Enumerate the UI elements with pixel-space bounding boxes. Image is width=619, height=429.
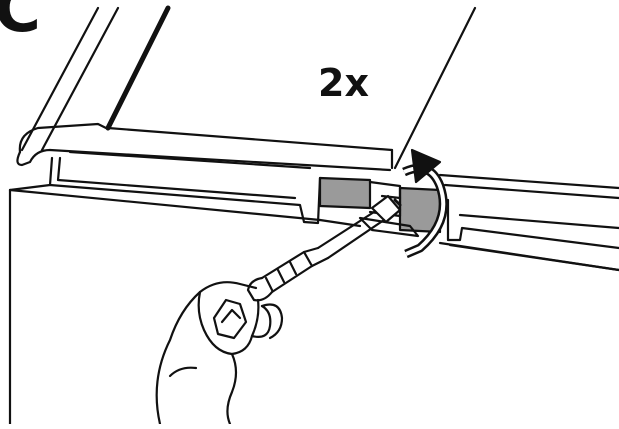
step-letter: C: [0, 0, 41, 47]
door-panel: [16, 5, 477, 170]
cabinet-body: [8, 183, 619, 426]
quantity-label: 2x: [318, 61, 369, 105]
hand-illustration: [155, 281, 284, 426]
cabinet-top-rail: [48, 148, 619, 272]
curved-arrow-clockwise-icon: [402, 148, 448, 259]
screwdriver-icon: [246, 194, 402, 302]
